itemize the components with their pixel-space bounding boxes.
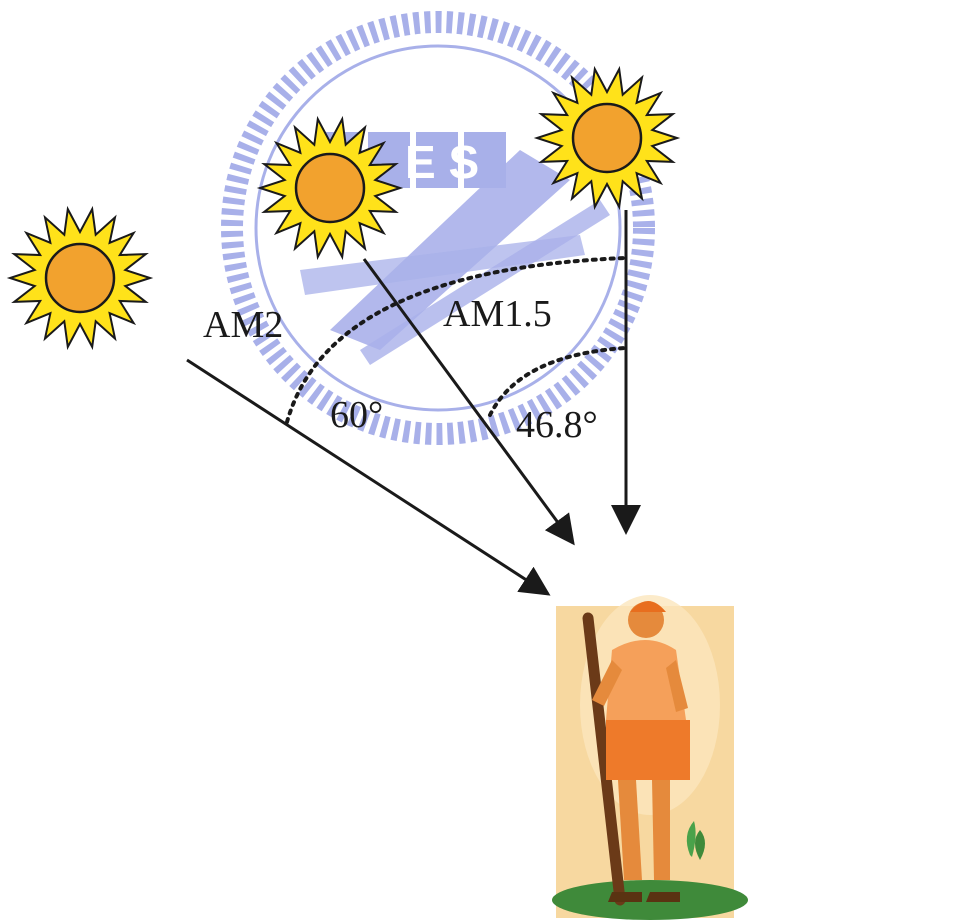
angle-60-label: 60° — [330, 396, 383, 434]
am15-label: AM1.5 — [443, 295, 552, 333]
angle-46-8-label: 46.8° — [516, 406, 598, 444]
watermark-letters: E S — [405, 136, 479, 188]
sun-icon — [10, 209, 150, 347]
am2-label: AM2 — [203, 306, 283, 344]
farmer-figure — [552, 595, 748, 920]
watermark-seal: E S — [232, 22, 644, 434]
